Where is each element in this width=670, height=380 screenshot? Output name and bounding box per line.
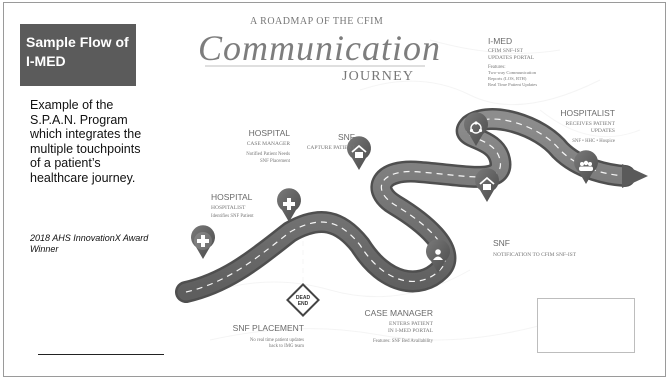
svg-text:DEAD: DEAD: [296, 295, 311, 301]
award-caption: 2018 AHS InnovationX Award Winner: [30, 233, 149, 254]
footer-rule: [38, 354, 164, 355]
svg-text:UPDATES: UPDATES: [591, 128, 615, 134]
svg-text:Notified Patient Needs: Notified Patient Needs: [246, 152, 290, 157]
svg-text:SNF PLACEMENT: SNF PLACEMENT: [233, 323, 304, 333]
slide-description: Example of the S.P.A.N. Program which in…: [30, 98, 142, 185]
home-icon: [351, 144, 367, 158]
svg-text:No real time patient updates: No real time patient updates: [250, 338, 304, 343]
pin-hospital-hospitalist: [191, 225, 215, 259]
svg-text:CASE MANAGER: CASE MANAGER: [247, 141, 291, 147]
pin-imed: [464, 112, 488, 146]
svg-text:HOSPITALIST: HOSPITALIST: [211, 205, 246, 211]
pin-hospitalist-receives: [574, 150, 598, 184]
header-title: Communication: [198, 28, 441, 68]
svg-text:SNF: SNF: [338, 132, 355, 142]
svg-text:I-MED: I-MED: [488, 36, 512, 46]
header-kicker: A ROADMAP OF THE CFIM: [250, 16, 383, 27]
label-imed: I-MED CFIM SNF-IST UPDATES PORTAL Featur…: [488, 36, 537, 87]
pin-snf-capture: [347, 136, 371, 170]
network-icon: [469, 121, 483, 134]
svg-text:Real Time Patient Updates: Real Time Patient Updates: [488, 82, 537, 87]
svg-text:CAPTURE PATIENT: CAPTURE PATIENT: [307, 145, 356, 151]
svg-text:HOSPITAL: HOSPITAL: [211, 192, 253, 202]
svg-text:CASE MANAGER: CASE MANAGER: [365, 308, 434, 318]
dead-end-sign: DEAD END: [286, 283, 320, 317]
svg-text:CFIM SNF-IST: CFIM SNF-IST: [488, 48, 524, 54]
medical-cross-icon: [197, 235, 209, 247]
slide-title: Sample Flow of I-MED: [20, 24, 136, 86]
map-texture: [189, 39, 641, 341]
svg-text:Two-way Communication: Two-way Communication: [488, 70, 537, 75]
pin-hospital-case-manager: [277, 188, 301, 222]
pin-case-manager: [426, 239, 450, 273]
label-hospital-hospitalist: HOSPITAL HOSPITALIST Identifies SNF Pati…: [211, 192, 254, 219]
roadmap-diagram: A ROADMAP OF THE CFIM Communication JOUR…: [175, 16, 648, 349]
svg-text:UPDATES PORTAL: UPDATES PORTAL: [488, 55, 535, 61]
svg-text:Features: SNF Bed Availability: Features: SNF Bed Availability: [373, 339, 434, 344]
svg-text:HOSPITALIST: HOSPITALIST: [560, 108, 615, 118]
svg-text:IN I-MED PORTAL: IN I-MED PORTAL: [388, 328, 434, 334]
medical-cross-icon: [283, 198, 295, 210]
svg-text:Features:: Features:: [488, 65, 506, 70]
group-icon: [579, 160, 593, 171]
svg-text:SNF • HHC • Hospice: SNF • HHC • Hospice: [572, 139, 615, 144]
label-case-manager: CASE MANAGER ENTERS PATIENT IN I-MED POR…: [365, 308, 434, 344]
svg-text:Identifies SNF Patient: Identifies SNF Patient: [211, 214, 254, 219]
svg-text:back to IMG team: back to IMG team: [269, 344, 304, 349]
label-hospitalist-receives: HOSPITALIST RECEIVES PATIENT UPDATES SNF…: [560, 108, 615, 144]
label-snf-notification: SNF NOTIFICATION TO CFIM SNF-IST: [493, 238, 577, 258]
label-snf-placement: SNF PLACEMENT No real time patient updat…: [233, 323, 305, 349]
label-hospital-case-manager: HOSPITAL CASE MANAGER Notified Patient N…: [246, 128, 290, 164]
person-icon: [433, 249, 443, 260]
empty-placeholder-box: [537, 298, 635, 353]
header-subtitle: JOURNEY: [342, 69, 414, 84]
svg-text:END: END: [298, 301, 309, 307]
main-road: [175, 108, 648, 303]
svg-text:HOSPITAL: HOSPITAL: [249, 128, 291, 138]
svg-text:SNF: SNF: [493, 238, 510, 248]
svg-text:ENTERS PATIENT: ENTERS PATIENT: [389, 321, 434, 327]
svg-text:Reports (LOS, RTH): Reports (LOS, RTH): [488, 76, 527, 82]
label-snf-capture: SNF CAPTURE PATIENT: [307, 132, 356, 151]
pin-snf-notification: [475, 168, 499, 202]
home-icon: [479, 176, 495, 190]
svg-text:RECEIVES PATIENT: RECEIVES PATIENT: [566, 121, 616, 127]
svg-text:NOTIFICATION TO CFIM SNF-IST: NOTIFICATION TO CFIM SNF-IST: [493, 252, 577, 258]
svg-text:SNF Placement: SNF Placement: [260, 159, 291, 164]
